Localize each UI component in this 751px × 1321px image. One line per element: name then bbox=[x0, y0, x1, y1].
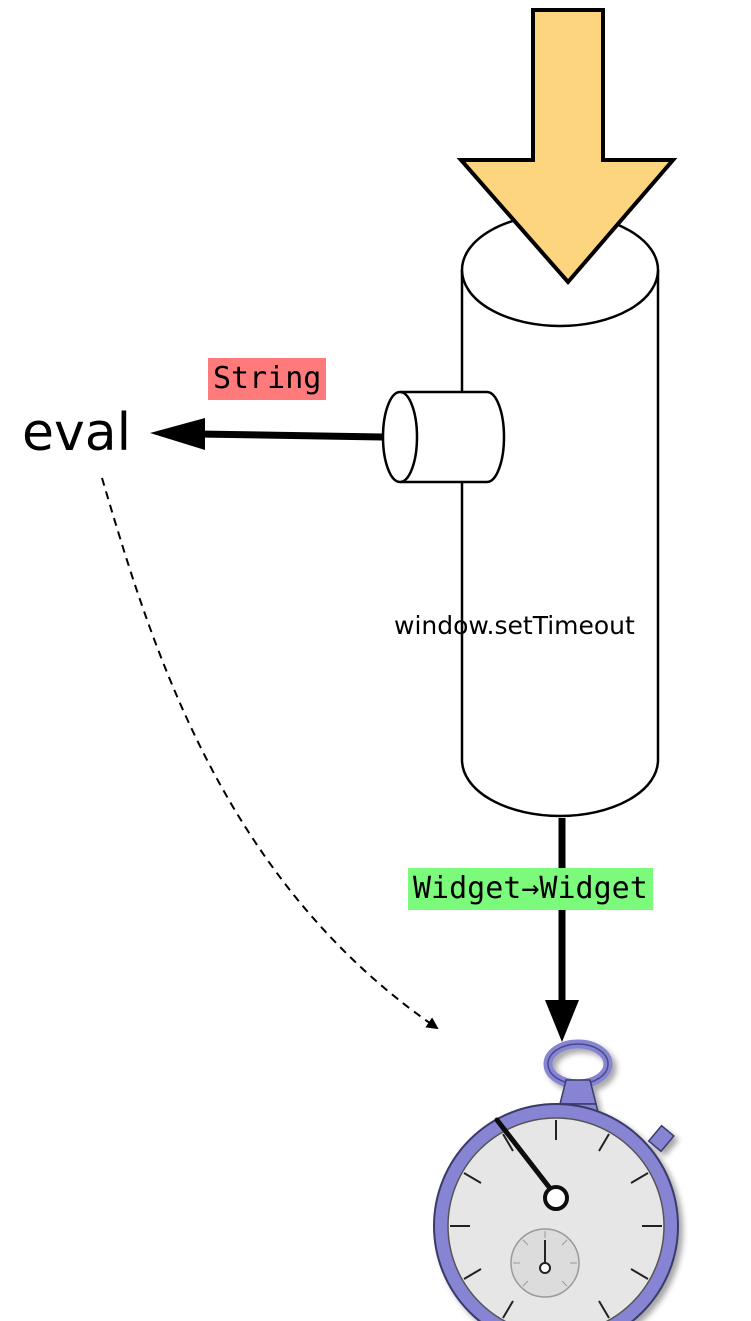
string-output-port bbox=[381, 390, 506, 484]
widget-type-label: Widget→Widget bbox=[408, 868, 653, 910]
eval-dashed-arrow bbox=[101, 477, 439, 1030]
stopwatch-icon bbox=[433, 1039, 679, 1321]
eval-label: eval bbox=[22, 403, 132, 463]
string-type-label: String bbox=[208, 358, 327, 400]
function-cylinder bbox=[460, 212, 660, 818]
down-arrow-icon bbox=[456, 8, 678, 286]
widget-flow-arrow bbox=[545, 818, 579, 1042]
function-name-label: window.setTimeout bbox=[394, 611, 635, 640]
string-to-eval-arrow bbox=[150, 418, 385, 450]
